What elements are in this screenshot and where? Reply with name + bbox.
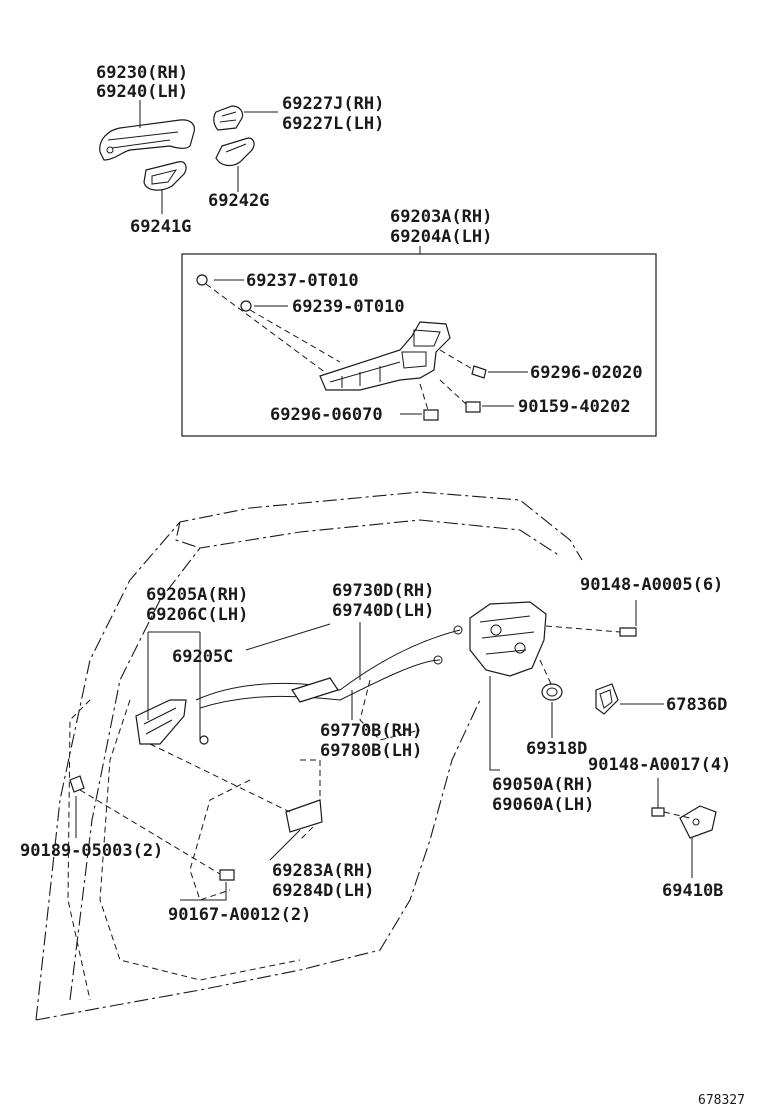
- label-69740D: 69740D(LH): [332, 601, 434, 621]
- label-90148-A0005: 90148-A0005(6): [580, 575, 723, 595]
- label-69296-02020: 69296-02020: [530, 363, 643, 383]
- label-69318D: 69318D: [526, 739, 587, 759]
- bolt-icon: [196, 274, 487, 421]
- label-69242G: 69242G: [208, 191, 269, 211]
- label-69237: 69237-0T010: [246, 271, 359, 291]
- handle-frame-assembly-icon: [319, 321, 451, 391]
- label-69239: 69239-0T010: [292, 297, 405, 317]
- label-90189: 90189-05003(2): [20, 841, 163, 861]
- label-69227J: 69227J(RH): [282, 94, 384, 114]
- label-69284D: 69284D(LH): [272, 881, 374, 901]
- handle-cap-icon: [213, 105, 244, 131]
- label-69730D: 69730D(RH): [332, 581, 434, 601]
- label-69410B: 69410B: [662, 881, 723, 901]
- label-90159: 90159-40202: [518, 397, 631, 417]
- label-69204A: 69204A(LH): [390, 227, 492, 247]
- label-69770B: 69770B(RH): [320, 721, 422, 741]
- door-lock-icon: [469, 601, 547, 677]
- clip-icon: [69, 775, 323, 833]
- label-69060A: 69060A(LH): [492, 795, 594, 815]
- diagram-id: 678327: [698, 1093, 745, 1108]
- label-69780B: 69780B(LH): [320, 741, 422, 761]
- label-69050A: 69050A(RH): [492, 775, 594, 795]
- grommet-icon: [541, 683, 619, 715]
- door-outline-icon: [35, 491, 583, 1021]
- label-90167: 90167-A0012(2): [168, 905, 311, 925]
- label-69206C: 69206C(LH): [146, 605, 248, 625]
- bolt-icon: [219, 627, 665, 881]
- striker-icon: [679, 805, 717, 839]
- label-69203A: 69203A(RH): [390, 207, 492, 227]
- label-69241G: 69241G: [130, 217, 191, 237]
- inside-handle-icon: [135, 699, 209, 745]
- label-67836D: 67836D: [666, 695, 727, 715]
- label-90148-A0017: 90148-A0017(4): [588, 755, 731, 775]
- label-69227L: 69227L(LH): [282, 114, 384, 134]
- lock-cable-icon: [195, 625, 463, 709]
- label-69205C: 69205C: [172, 647, 233, 667]
- label-69296-06070: 69296-06070: [270, 405, 383, 425]
- handle-pad-icon: [215, 137, 255, 167]
- outside-handle-icon: [99, 119, 195, 161]
- label-69283A: 69283A(RH): [272, 861, 374, 881]
- handle-frame-icon: [143, 161, 187, 191]
- handle-frame-box: [181, 253, 657, 437]
- label-69205A: 69205A(RH): [146, 585, 248, 605]
- label-69230: 69230(RH): [96, 63, 188, 83]
- label-69240: 69240(LH): [96, 82, 188, 102]
